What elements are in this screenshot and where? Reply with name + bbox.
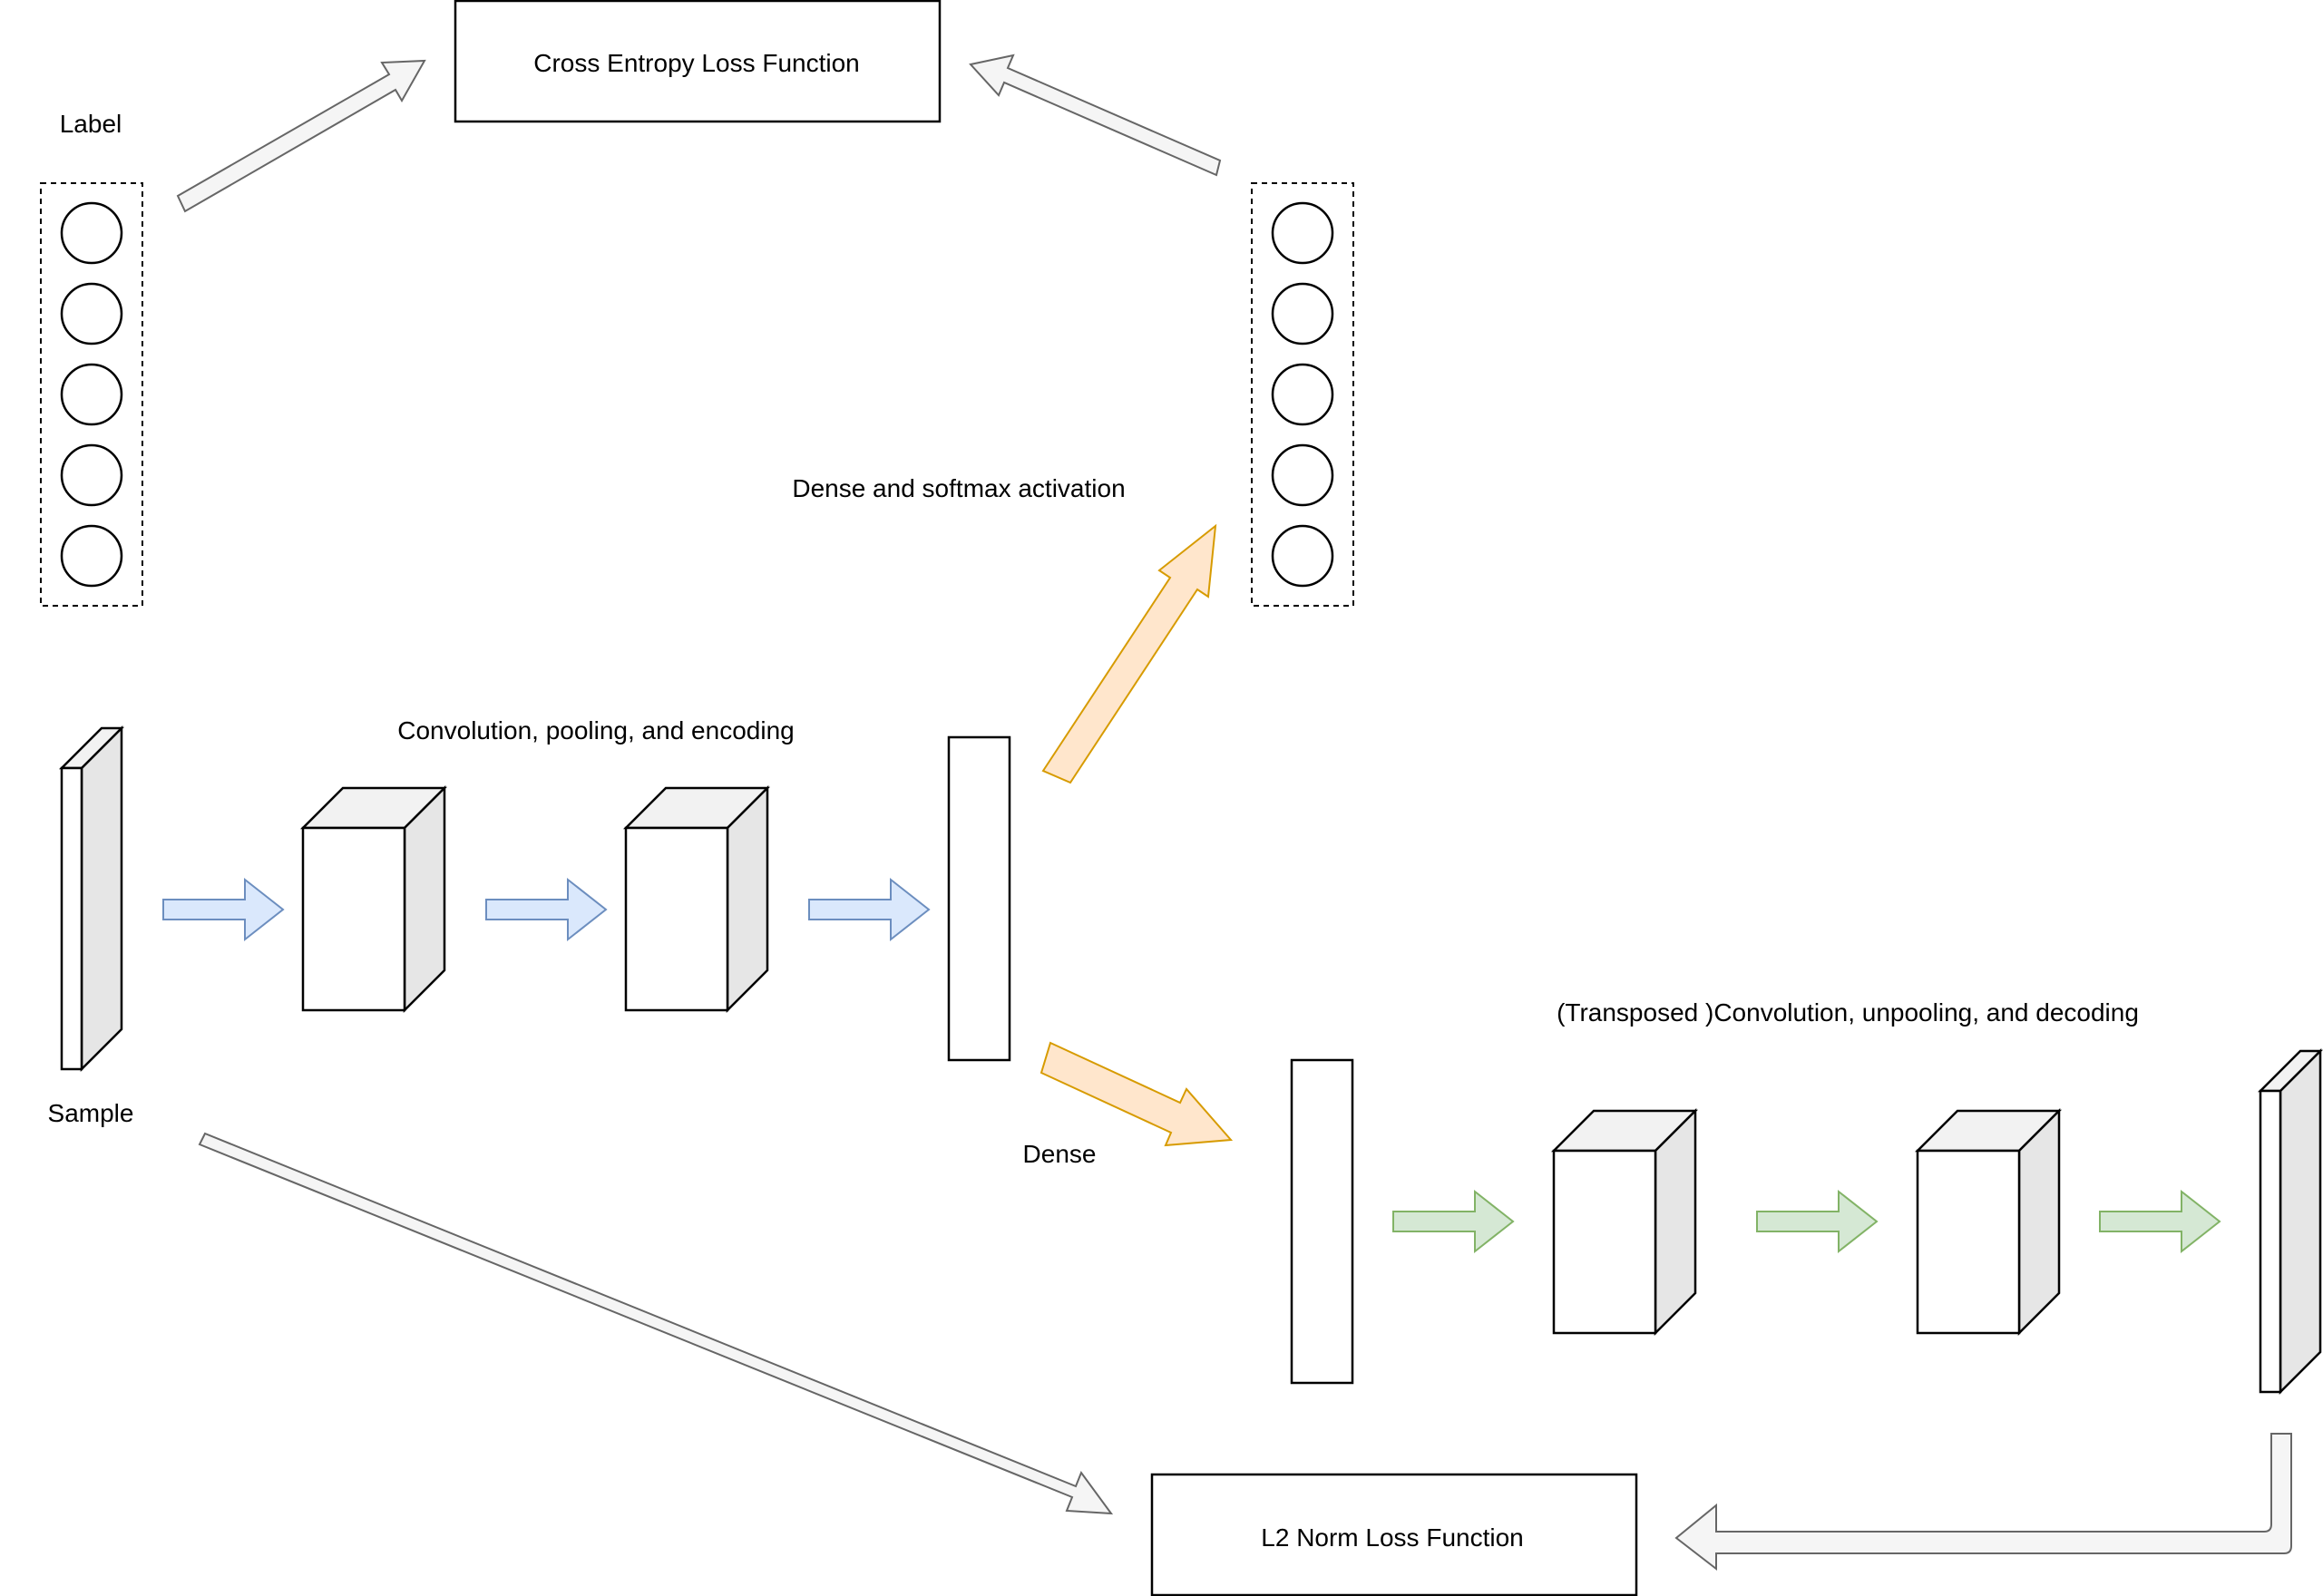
cross-entropy-loss-box[interactable]: Cross Entropy Loss Function xyxy=(454,0,942,123)
encoder-arrow-1 xyxy=(162,877,285,942)
decoder-caption: (Transposed )Convolution, unpooling, and… xyxy=(1557,998,2139,1027)
encoder-arrow-2 xyxy=(485,877,608,942)
dense-softmax-arrow xyxy=(1041,523,1217,784)
decoder-arrow-2 xyxy=(1756,1189,1879,1254)
label-caption: Label xyxy=(60,110,122,138)
sample-caption: Sample xyxy=(48,1099,134,1127)
decoder-dense-bar xyxy=(1290,1058,1354,1385)
label-unit-5 xyxy=(60,524,123,588)
label-to-cross-entropy-arrow xyxy=(176,59,426,213)
output-to-l2-arrow xyxy=(1674,1433,2292,1572)
encoder-arrow-3 xyxy=(808,877,931,942)
l2-norm-loss-box[interactable]: L2 Norm Loss Function xyxy=(1150,1473,1638,1596)
prediction-to-cross-entropy-arrow xyxy=(969,54,1222,177)
decoder-block-1 xyxy=(1550,1107,1699,1337)
prediction-vector xyxy=(1251,182,1354,607)
label-unit-2 xyxy=(60,282,123,345)
latent-encoding-bar xyxy=(947,735,1011,1062)
reconstruction-output-slab xyxy=(2257,1047,2323,1396)
encoder-caption: Convolution, pooling, and encoding xyxy=(397,716,794,744)
decoder-arrow-3 xyxy=(2099,1189,2221,1254)
dense-decoder-arrow xyxy=(1039,1041,1234,1147)
prediction-unit-2 xyxy=(1271,282,1334,345)
encoder-block-2 xyxy=(622,784,771,1014)
decoder-block-2 xyxy=(1914,1107,2063,1337)
label-vector xyxy=(40,182,143,607)
prediction-unit-5 xyxy=(1271,524,1334,588)
decoder-arrow-1 xyxy=(1392,1189,1515,1254)
encoder-block-1 xyxy=(299,784,448,1014)
label-unit-4 xyxy=(60,443,123,507)
softmax-caption: Dense and softmax activation xyxy=(792,474,1125,502)
cross-entropy-loss-label: Cross Entropy Loss Function xyxy=(533,49,860,77)
prediction-unit-4 xyxy=(1271,443,1334,507)
l2-norm-loss-label: L2 Norm Loss Function xyxy=(1261,1523,1523,1552)
sample-to-l2-arrow xyxy=(198,1132,1114,1515)
prediction-unit-3 xyxy=(1271,363,1334,426)
sample-input-slab xyxy=(58,725,125,1073)
label-unit-1 xyxy=(60,201,123,265)
dense-caption: Dense xyxy=(1023,1140,1097,1168)
label-unit-3 xyxy=(60,363,123,426)
prediction-unit-1 xyxy=(1271,201,1334,265)
